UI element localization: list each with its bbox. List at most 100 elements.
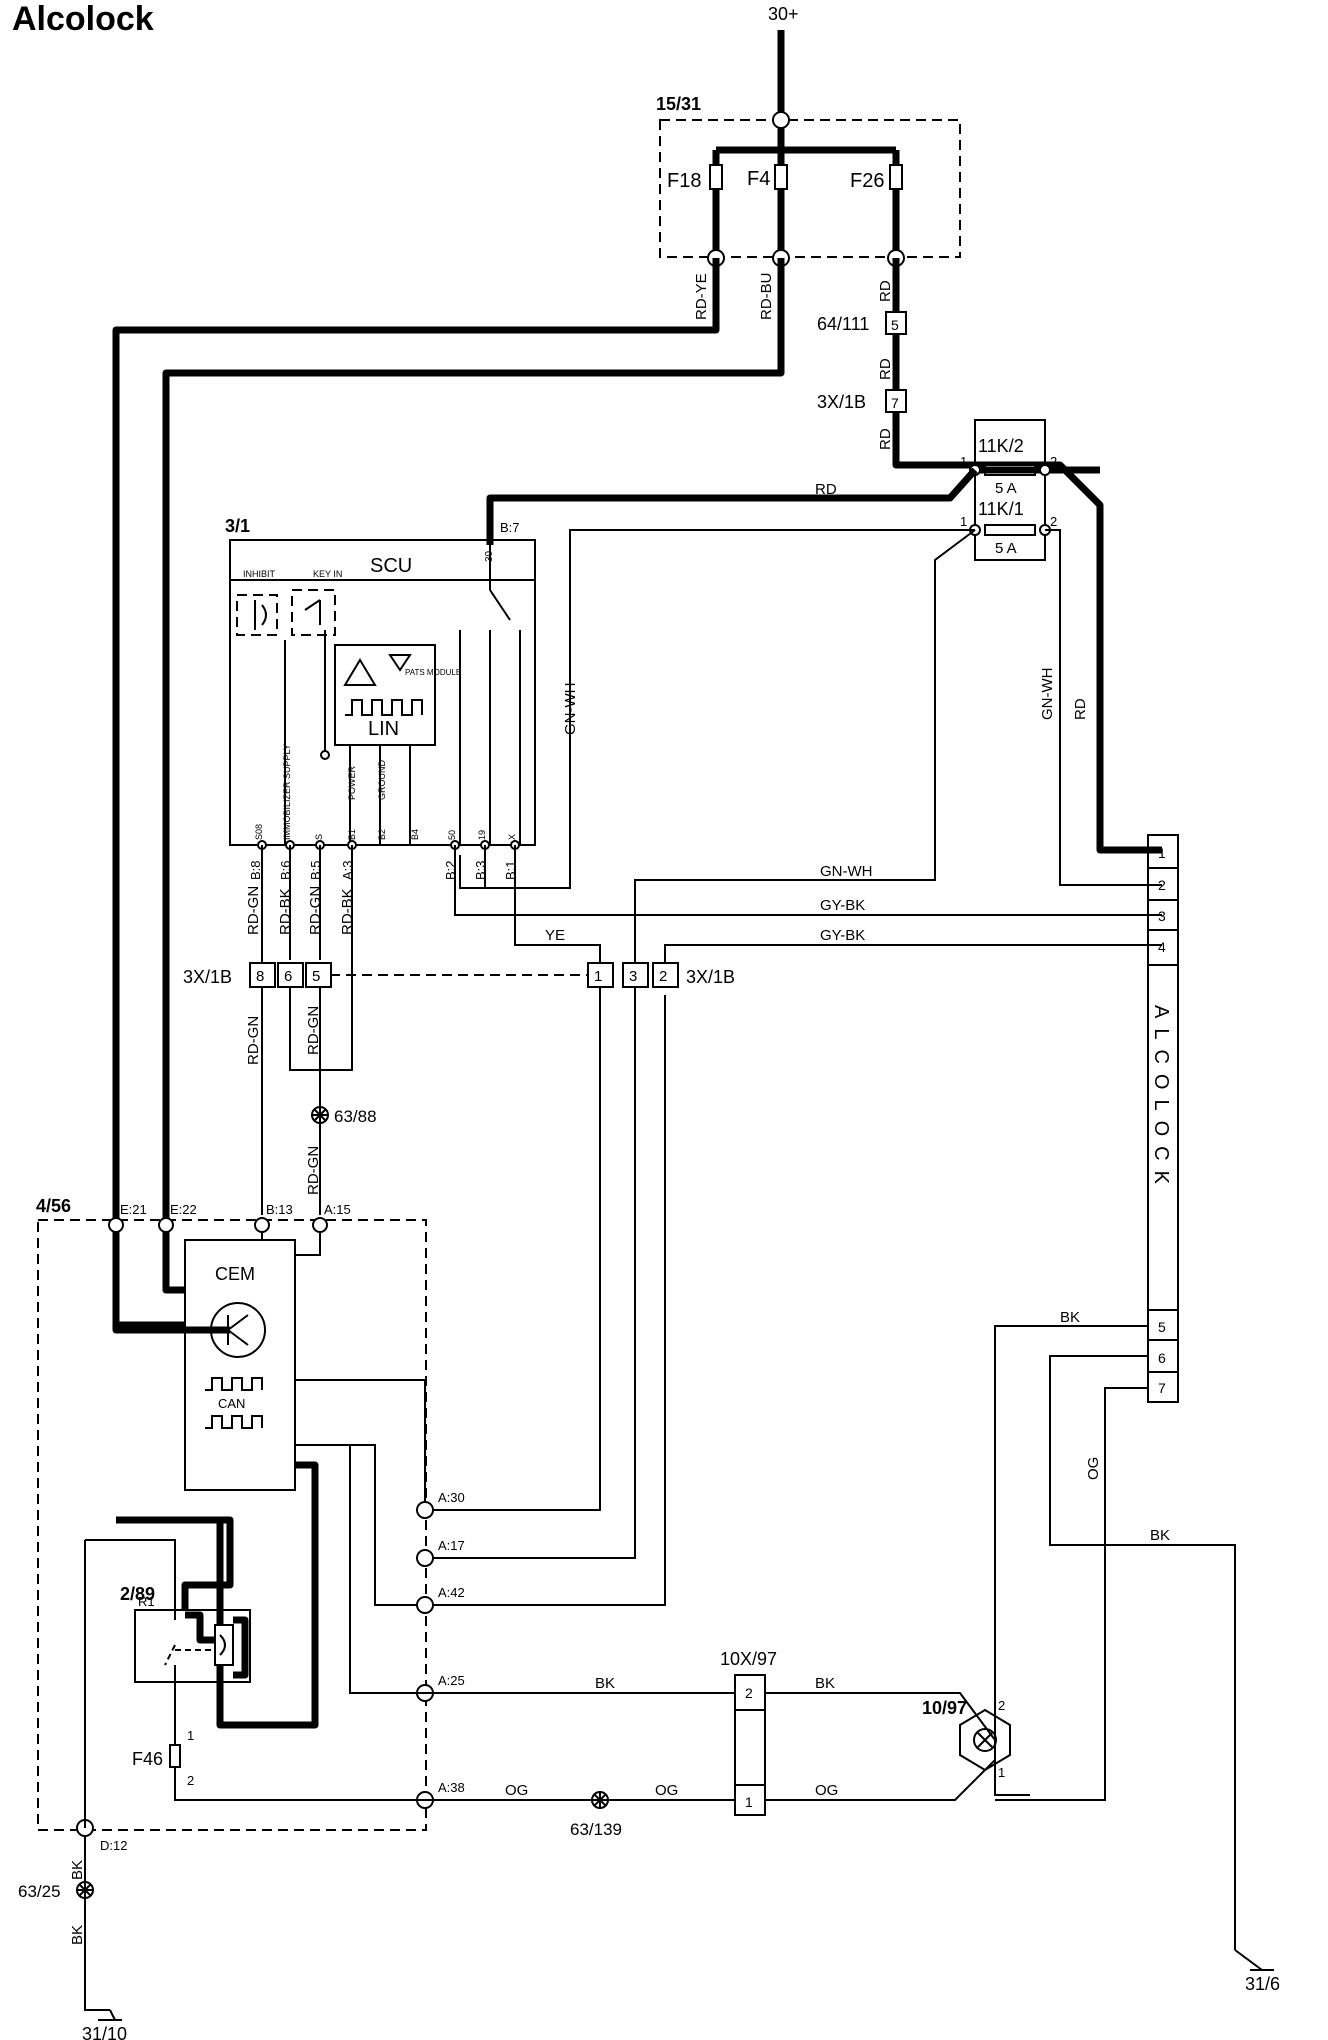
svg-text:50: 50	[447, 830, 457, 840]
svg-text:3X/1B: 3X/1B	[183, 967, 232, 987]
svg-text:A:38: A:38	[438, 1780, 465, 1795]
svg-text:3: 3	[1158, 908, 1166, 924]
wire-gn-wh-scu	[459, 529, 975, 889]
svg-text:3X/1B: 3X/1B	[686, 967, 735, 987]
svg-text:X: X	[507, 834, 517, 840]
svg-text:KEY IN: KEY IN	[313, 569, 342, 579]
svg-text:63/88: 63/88	[334, 1107, 377, 1126]
svg-text:OG: OG	[1085, 1457, 1102, 1480]
svg-text:A:17: A:17	[438, 1538, 465, 1553]
svg-text:RD-GN: RD-GN	[245, 886, 262, 935]
svg-text:GN-WH: GN-WH	[1039, 668, 1056, 721]
svg-text:63/25: 63/25	[18, 1882, 61, 1901]
svg-text:RD: RD	[877, 280, 894, 302]
svg-text:RD-BK: RD-BK	[339, 888, 356, 935]
svg-text:19: 19	[477, 830, 487, 840]
wire-rd-scu-b7	[486, 467, 978, 545]
svg-text:5 A: 5 A	[995, 480, 1017, 497]
svg-text:BK: BK	[69, 1925, 86, 1945]
svg-text:2/89: 2/89	[120, 1584, 155, 1604]
svg-text:RD: RD	[815, 481, 837, 498]
svg-text:1: 1	[594, 968, 602, 985]
cem-module: 4/56 CEM CAN E:21 E:22 B:13 A:15 A:30 A:…	[36, 1196, 465, 1853]
svg-text:D:12: D:12	[100, 1838, 127, 1853]
svg-text:A:42: A:42	[438, 1585, 465, 1600]
svg-text:BK: BK	[1150, 1527, 1170, 1544]
ground-31-6: 31/6	[1234, 1949, 1280, 1994]
svg-text:5: 5	[312, 968, 320, 985]
wire-ye	[425, 845, 601, 1511]
svg-text:2: 2	[1050, 514, 1057, 529]
splice-63-25: 63/25	[18, 1881, 94, 1901]
svg-text:2: 2	[1158, 877, 1166, 893]
fusebox-15-31: 15/31 F18 F4 F26	[656, 30, 961, 267]
svg-text:A:30: A:30	[438, 1490, 465, 1505]
wire-rd-feed	[892, 258, 1162, 854]
svg-text:S08: S08	[254, 824, 264, 840]
svg-text:E:21: E:21	[120, 1202, 147, 1217]
connector-10x97: 2 1 10X/97	[720, 1649, 777, 1816]
svg-text:31/6: 31/6	[1245, 1974, 1280, 1994]
svg-text:RD-GN: RD-GN	[245, 1016, 262, 1065]
svg-text:GN-WH: GN-WH	[820, 863, 873, 880]
svg-text:B2: B2	[377, 829, 387, 840]
svg-text:CAN: CAN	[218, 1396, 245, 1411]
svg-text:7: 7	[1158, 1380, 1166, 1396]
svg-text:GROUND: GROUND	[377, 760, 387, 800]
svg-text:1: 1	[998, 1765, 1005, 1780]
svg-text:YE: YE	[545, 927, 565, 944]
svg-text:6: 6	[1158, 1350, 1166, 1366]
connector-64-111-label: 64/111	[817, 314, 869, 334]
svg-text:E:22: E:22	[170, 1202, 197, 1217]
scu-id: 3/1	[225, 516, 250, 536]
svg-text:8: 8	[256, 968, 264, 985]
svg-text:B:13: B:13	[266, 1202, 293, 1217]
svg-text:2: 2	[187, 1773, 194, 1788]
wire-rd-ye	[112, 258, 720, 1334]
fuse-f26-label: F26	[850, 170, 884, 192]
svg-text:31/10: 31/10	[82, 2024, 127, 2040]
svg-text:PATS MODULE: PATS MODULE	[405, 668, 461, 677]
svg-text:5: 5	[891, 317, 899, 333]
svg-text:5: 5	[1158, 1319, 1166, 1335]
wire-bk-ground	[84, 1836, 110, 2011]
wire-og-7	[995, 1387, 1148, 1801]
svg-text:RD-BK: RD-BK	[277, 888, 294, 935]
svg-text:GN-WH: GN-WH	[562, 683, 579, 736]
relay-2-89: 2/89 R1	[120, 1584, 251, 1760]
svg-text:GY-BK: GY-BK	[820, 897, 865, 914]
svg-text:6: 6	[284, 968, 292, 985]
fuse-f46: F46 1 2	[132, 1728, 194, 1788]
splice-63-139: 63/139	[570, 1791, 622, 1839]
ground-31-10: 31/10	[82, 2009, 127, 2040]
svg-text:B4: B4	[410, 829, 420, 840]
svg-text:BK: BK	[815, 1675, 835, 1692]
svg-text:RD: RD	[877, 428, 894, 450]
fuse-f18-label: F18	[667, 170, 701, 192]
scu-bottom-pins: B:8 B:6 B:5 A:3 B:2 B:3 B:1	[248, 840, 520, 880]
wire-gy-bk-3	[454, 845, 1162, 916]
relay-block-11k: 11K/2 5 A 11K/1 5 A 1 2 1 2	[960, 419, 1100, 561]
wire-og-lamp	[765, 1759, 996, 1801]
scu-module: 3/1 SCU B:7 30 INHIBIT KEY IN PATS MODUL…	[225, 516, 536, 846]
svg-text:4: 4	[1158, 939, 1166, 955]
svg-text:S: S	[314, 834, 324, 840]
svg-text:2: 2	[745, 1685, 753, 1701]
svg-text:GY-BK: GY-BK	[820, 927, 865, 944]
lin-label: LIN	[368, 718, 399, 740]
svg-text:4/56: 4/56	[36, 1196, 71, 1216]
svg-text:RD-BU: RD-BU	[758, 273, 775, 321]
svg-text:INHIBIT: INHIBIT	[243, 569, 276, 579]
svg-text:BK: BK	[595, 1675, 615, 1692]
svg-text:10X/97: 10X/97	[720, 1649, 777, 1669]
wire-rd-alco-2	[1045, 529, 1162, 886]
svg-text:1: 1	[187, 1728, 194, 1743]
svg-text:3: 3	[629, 968, 637, 985]
svg-text:10/97: 10/97	[922, 1698, 967, 1718]
svg-text:5 A: 5 A	[995, 540, 1017, 557]
svg-text:OG: OG	[815, 1782, 838, 1799]
svg-text:RD: RD	[1072, 698, 1089, 720]
svg-text:2: 2	[659, 968, 667, 985]
alcolock-label: ALCOLOCK	[1150, 1005, 1172, 1194]
